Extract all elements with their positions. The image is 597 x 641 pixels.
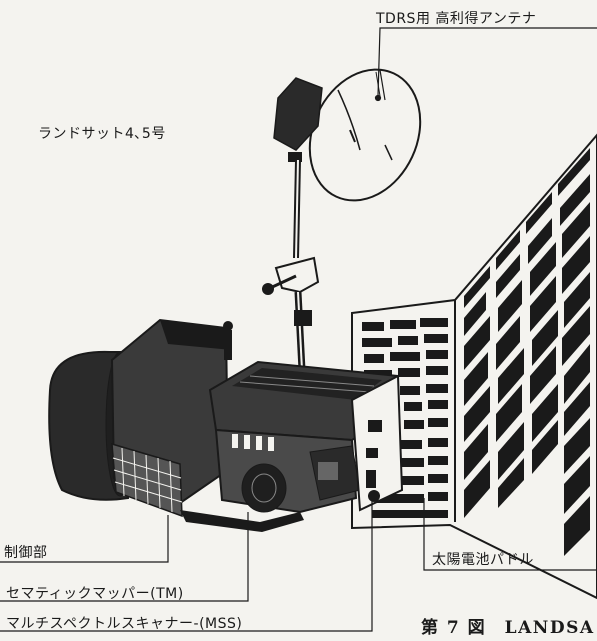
- antenna-boom: [262, 159, 320, 371]
- antenna-dish: [273, 68, 422, 202]
- model-label: ランドサット4､5号: [38, 126, 166, 142]
- thematic-mapper-label: セマティックマッパー(TM): [6, 586, 184, 602]
- figure-caption: 第 7 図 LANDSA: [421, 618, 595, 638]
- mss-label: マルチスペクトルスキャナー-(MSS): [6, 616, 243, 632]
- antenna-label: TDRS用 高利得アンテナ: [376, 11, 537, 27]
- leader-lines: [0, 27, 597, 632]
- control-unit-label: 制御部: [4, 545, 48, 561]
- satellite-body: [48, 318, 404, 532]
- solar-paddle-label: 太陽電池パドル: [432, 552, 534, 568]
- solar-paddle: [351, 133, 597, 600]
